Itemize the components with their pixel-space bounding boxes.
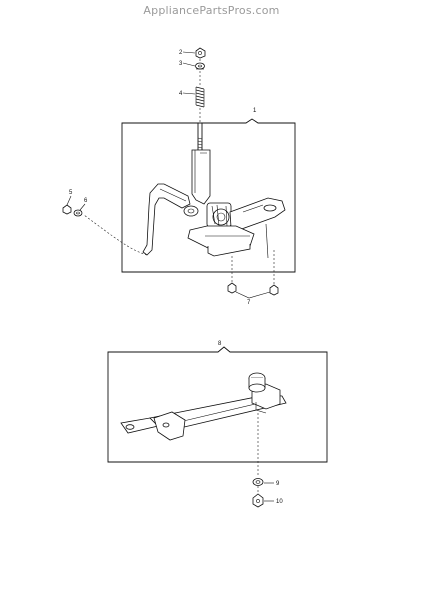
axis-line [83, 214, 148, 256]
slotted-arm [229, 197, 286, 232]
callout-leader [235, 291, 271, 299]
threaded-stud [197, 123, 203, 150]
callout-leader [66, 195, 72, 206]
base-plate [187, 223, 269, 259]
callout-8: 8 [218, 341, 222, 347]
screw-5 [62, 204, 72, 215]
callout-7: 7 [247, 300, 251, 306]
watermark: AppliancePartsPros.com [143, 4, 280, 17]
vertical-bracket [191, 149, 211, 205]
assembly-1-box [121, 118, 296, 273]
adjust-screw [248, 372, 266, 393]
callout-leader [182, 51, 196, 54]
nut-10 [252, 493, 264, 508]
callout-10: 10 [276, 499, 283, 505]
callout-leader [79, 203, 86, 211]
spring-4 [195, 86, 205, 108]
callout-4: 4 [179, 91, 183, 97]
callout-2: 2 [179, 50, 183, 56]
assembly-8-box [107, 346, 328, 463]
callout-9: 9 [276, 481, 280, 487]
nut-7-left [227, 282, 237, 294]
callout-leader [182, 62, 196, 67]
slide-bar [120, 383, 287, 441]
washer-3 [195, 62, 205, 70]
washer-6 [73, 209, 83, 217]
pivot-mechanism [183, 202, 232, 228]
callout-6: 6 [84, 198, 88, 204]
callout-5: 5 [69, 190, 73, 196]
callout-leader [182, 92, 196, 95]
nut-7-right [269, 284, 279, 296]
washer-9 [252, 478, 264, 486]
bent-lever [142, 183, 191, 256]
callout-1: 1 [253, 108, 257, 114]
nut-2 [195, 47, 206, 59]
callout-3: 3 [179, 61, 183, 67]
